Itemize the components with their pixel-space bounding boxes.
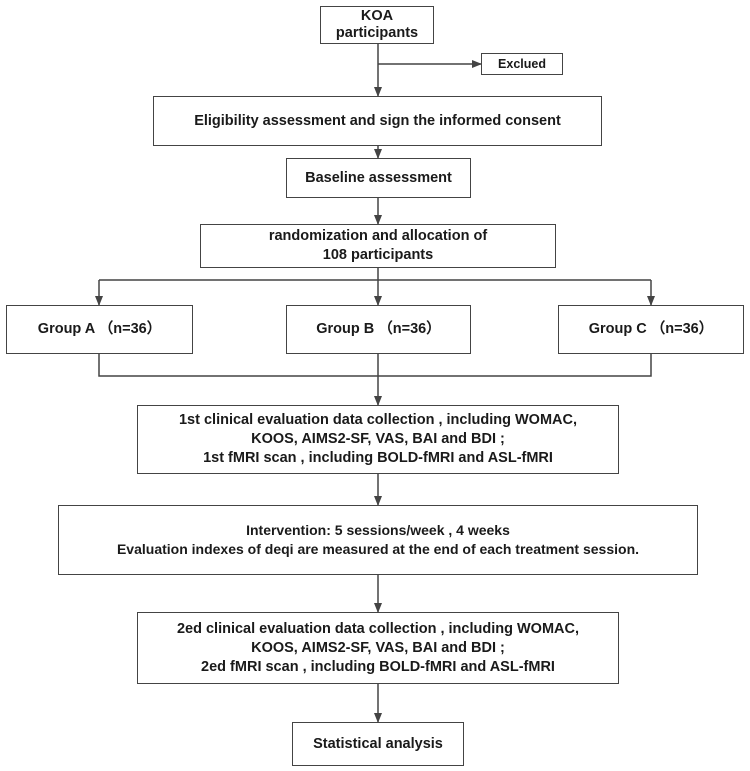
eligibility-box: Eligibility assessment and sign the info… <box>153 96 602 146</box>
excluded-label: Exclued <box>498 56 546 71</box>
group-b-box: Group B （n=36） <box>286 305 471 354</box>
randomization-line-2: 108 participants <box>322 247 434 263</box>
baseline-label: Baseline assessment <box>305 169 452 186</box>
evaluation1-line-2: KOOS, AIMS2-SF, VAS, BAI and BDI ; <box>251 431 505 447</box>
analysis-box: Statistical analysis <box>292 722 464 766</box>
evaluation2-box: 2ed clinical evaluation data collection … <box>137 612 619 684</box>
intervention-line-2: Evaluation indexes of deqi are measured … <box>116 541 640 557</box>
group-a-label: Group A （n=36） <box>37 321 162 337</box>
evaluation2-line-1: 2ed clinical evaluation data collection … <box>176 620 580 637</box>
evaluation1-line-1: 1st clinical evaluation data collection … <box>178 412 577 428</box>
intervention-box: Intervention: 5 sessions/week , 4 weeks … <box>58 505 698 575</box>
group-c-label: Group C （n=36） <box>588 321 714 337</box>
eligibility-label: Eligibility assessment and sign the info… <box>194 112 561 129</box>
group-a-box: Group A （n=36） <box>6 305 193 354</box>
participants-box: KOA participants <box>320 6 434 44</box>
evaluation2-line-3: 2ed fMRI scan , including BOLD-fMRI and … <box>201 658 555 675</box>
participants-line-2: participants <box>335 25 419 41</box>
participants-line-1: KOA <box>360 8 394 24</box>
evaluation1-line-3: 1st fMRI scan , including BOLD-fMRI and … <box>203 450 553 466</box>
intervention-line-1: Intervention: 5 sessions/week , 4 weeks <box>246 522 510 538</box>
evaluation1-box: 1st clinical evaluation data collection … <box>137 405 619 474</box>
split-line <box>99 268 379 281</box>
excluded-box: Exclued <box>481 53 563 75</box>
evaluation2-line-2: KOOS, AIMS2-SF, VAS, BAI and BDI ; <box>251 639 505 656</box>
randomization-line-1: randomization and allocation of <box>268 228 488 244</box>
randomization-box: randomization and allocation of 108 part… <box>200 224 556 268</box>
merge-line <box>98 354 652 377</box>
analysis-label: Statistical analysis <box>313 735 443 752</box>
group-c-box: Group C （n=36） <box>558 305 744 354</box>
group-b-label: Group B （n=36） <box>316 321 441 337</box>
baseline-box: Baseline assessment <box>286 158 471 198</box>
